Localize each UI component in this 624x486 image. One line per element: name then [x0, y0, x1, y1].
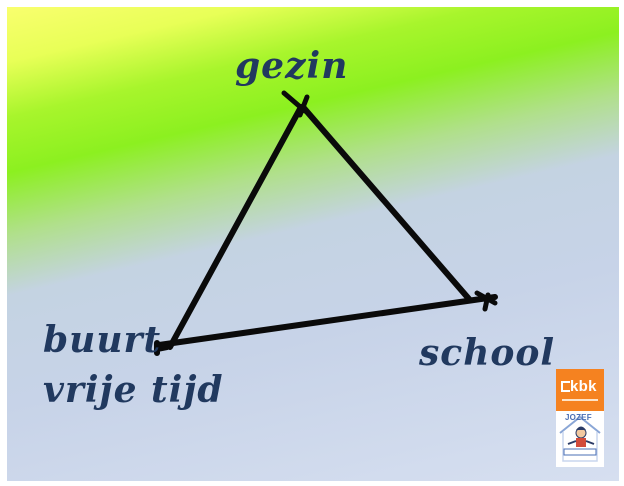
label-gezin: gezin — [235, 45, 349, 87]
slide: gezin school buurt vrije tijd kbk JOZEF — [7, 7, 619, 481]
label-school: school — [419, 332, 556, 374]
kbk-jozef-logo: kbk JOZEF — [556, 369, 604, 467]
vertex-left-mark — [154, 340, 170, 356]
kbk-logo-subline — [562, 399, 598, 401]
edge-bottom — [156, 294, 498, 348]
vertex-right-mark — [474, 290, 498, 312]
kbk-logo: kbk — [556, 369, 604, 411]
jozef-logo-text: JOZEF — [565, 413, 592, 422]
edge-top-left — [167, 104, 304, 350]
edge-top-right — [300, 104, 472, 302]
vertex-top-mark — [281, 90, 310, 118]
label-vrije-tijd: vrije tijd — [43, 369, 224, 411]
kbk-mark-icon — [561, 381, 570, 392]
jozef-house-icon — [559, 415, 601, 462]
kbk-logo-text: kbk — [570, 378, 597, 395]
label-buurt: buurt — [43, 319, 162, 361]
triangle-diagram — [154, 90, 498, 356]
